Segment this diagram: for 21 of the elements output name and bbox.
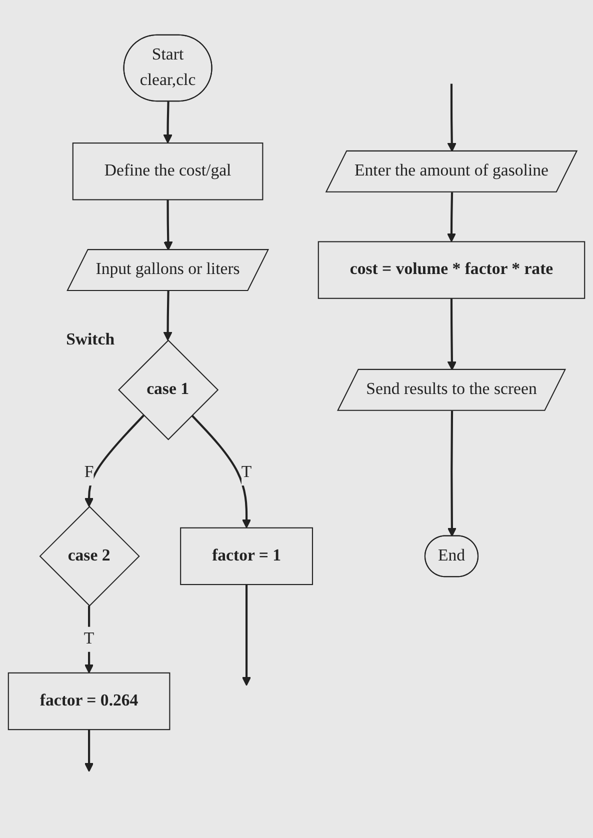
arrow (446, 192, 456, 242)
node-box: factor = 0.264 (8, 672, 170, 730)
arrow (84, 730, 94, 772)
node-diamond: case 1 (118, 340, 219, 440)
node-box: factor = 1 (180, 527, 314, 586)
arrow (163, 291, 172, 341)
node-box: Define the cost/gal (72, 142, 264, 200)
arrow (242, 584, 252, 686)
arrow (191, 414, 252, 528)
edge-label: T (84, 630, 94, 648)
side-label: Switch (66, 330, 115, 349)
arrow (84, 414, 144, 508)
node-box: cost = volume * factor * rate (318, 241, 586, 299)
arrow (447, 298, 457, 370)
edge-label: T (241, 464, 252, 482)
arrow (163, 102, 172, 144)
arrow (447, 84, 456, 152)
node-diamond: case 2 (39, 506, 140, 606)
arrow (447, 410, 457, 537)
arrow (164, 200, 173, 251)
edge-label: F (84, 464, 94, 482)
